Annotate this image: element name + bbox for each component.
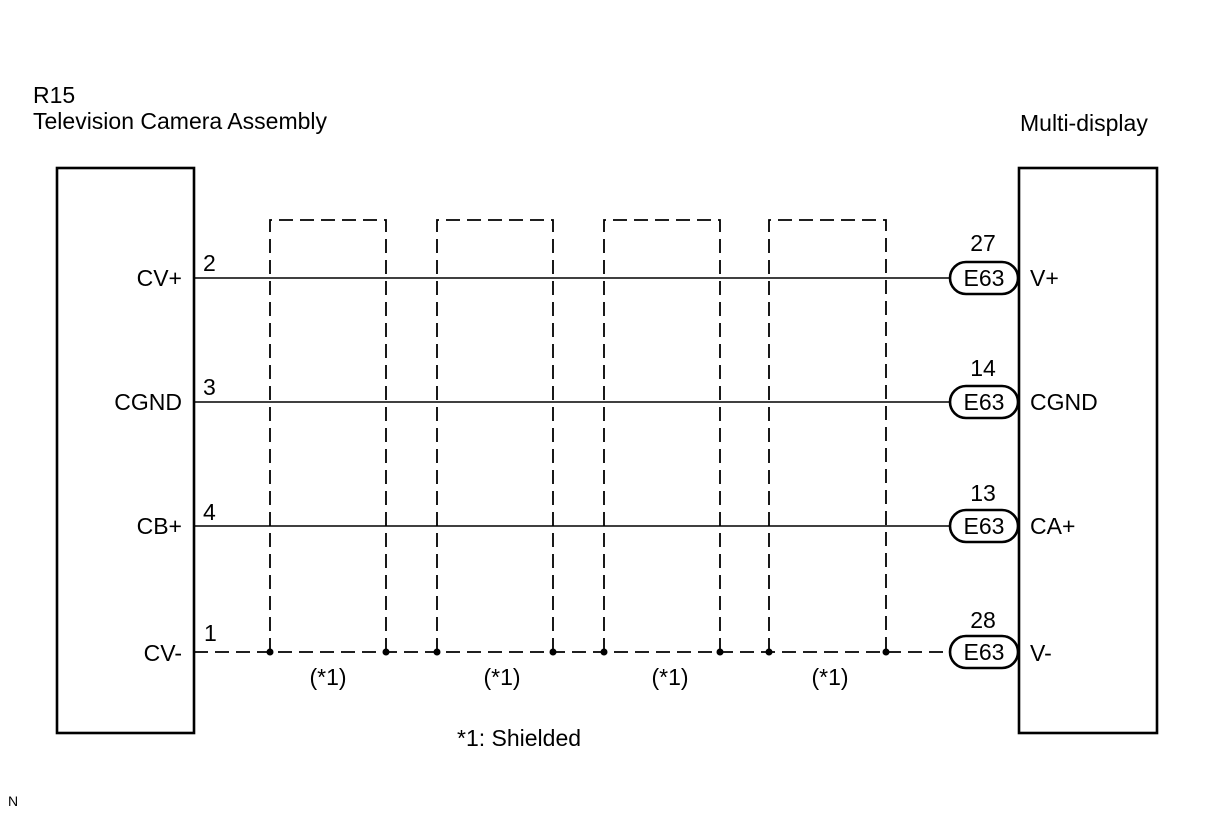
- right-pin-number-14: 14: [970, 355, 996, 381]
- circuit-row-cgnd: CGND 3 E63 14 CGND: [114, 355, 1098, 420]
- footnote: *1: Shielded: [457, 725, 581, 751]
- circuit-row-cv-minus: CV- 1 E63 28 V-: [144, 607, 1052, 670]
- connector-code: E63: [964, 639, 1005, 665]
- left-component-code: R15: [33, 82, 75, 108]
- shield-1: [269, 219, 387, 652]
- circuit-row-cv-plus: CV+ 2 E63 27 V+: [137, 230, 1059, 296]
- connector-code: E63: [964, 513, 1005, 539]
- junction-dot: [716, 648, 724, 656]
- shield-3: [603, 219, 721, 652]
- connector-code: E63: [964, 265, 1005, 291]
- right-pin-label-v-minus: V-: [1030, 640, 1052, 666]
- shield-group: [269, 219, 887, 652]
- shield-label-4: (*1): [811, 664, 848, 690]
- left-pin-number-2: 2: [203, 250, 216, 276]
- right-component-box: [1017, 166, 1159, 735]
- left-pin-number-4: 4: [203, 499, 216, 525]
- connector-oval: [948, 634, 1020, 670]
- shield-label-3: (*1): [651, 664, 688, 690]
- left-component-box: [55, 166, 196, 735]
- junction-dot: [382, 648, 390, 656]
- shield-2: [436, 219, 554, 652]
- right-component-name: Multi-display: [1020, 110, 1148, 136]
- connector-oval: [948, 384, 1020, 420]
- right-pin-label-ca-plus: CA+: [1030, 513, 1075, 539]
- right-pin-label-v-plus: V+: [1030, 265, 1059, 291]
- left-pin-label-cgnd: CGND: [114, 389, 182, 415]
- shield-label-1: (*1): [309, 664, 346, 690]
- connector-code: E63: [964, 389, 1005, 415]
- left-pin-number-1: 1: [204, 620, 217, 646]
- left-pin-label-cv-minus: CV-: [144, 640, 182, 666]
- right-pin-label-cgnd: CGND: [1030, 389, 1098, 415]
- junction-dot: [882, 648, 890, 656]
- connector-oval: [948, 508, 1020, 544]
- left-pin-label-cb-plus: CB+: [137, 513, 182, 539]
- right-pin-number-27: 27: [970, 230, 996, 256]
- left-component-name: Television Camera Assembly: [33, 108, 328, 134]
- right-pin-number-13: 13: [970, 480, 996, 506]
- junction-dot: [266, 648, 274, 656]
- junction-dot: [433, 648, 441, 656]
- junction-dot: [549, 648, 557, 656]
- corner-mark: N: [8, 793, 18, 809]
- junction-dot: [765, 648, 773, 656]
- left-pin-number-3: 3: [203, 374, 216, 400]
- circuit-row-cb-plus: CB+ 4 E63 13 CA+: [137, 480, 1075, 544]
- shield-label-2: (*1): [483, 664, 520, 690]
- junction-dots: [266, 648, 890, 656]
- left-pin-label-cv-plus: CV+: [137, 265, 182, 291]
- junction-dot: [600, 648, 608, 656]
- right-pin-number-28: 28: [970, 607, 996, 633]
- shield-4: [768, 219, 887, 652]
- connector-oval: [948, 260, 1020, 296]
